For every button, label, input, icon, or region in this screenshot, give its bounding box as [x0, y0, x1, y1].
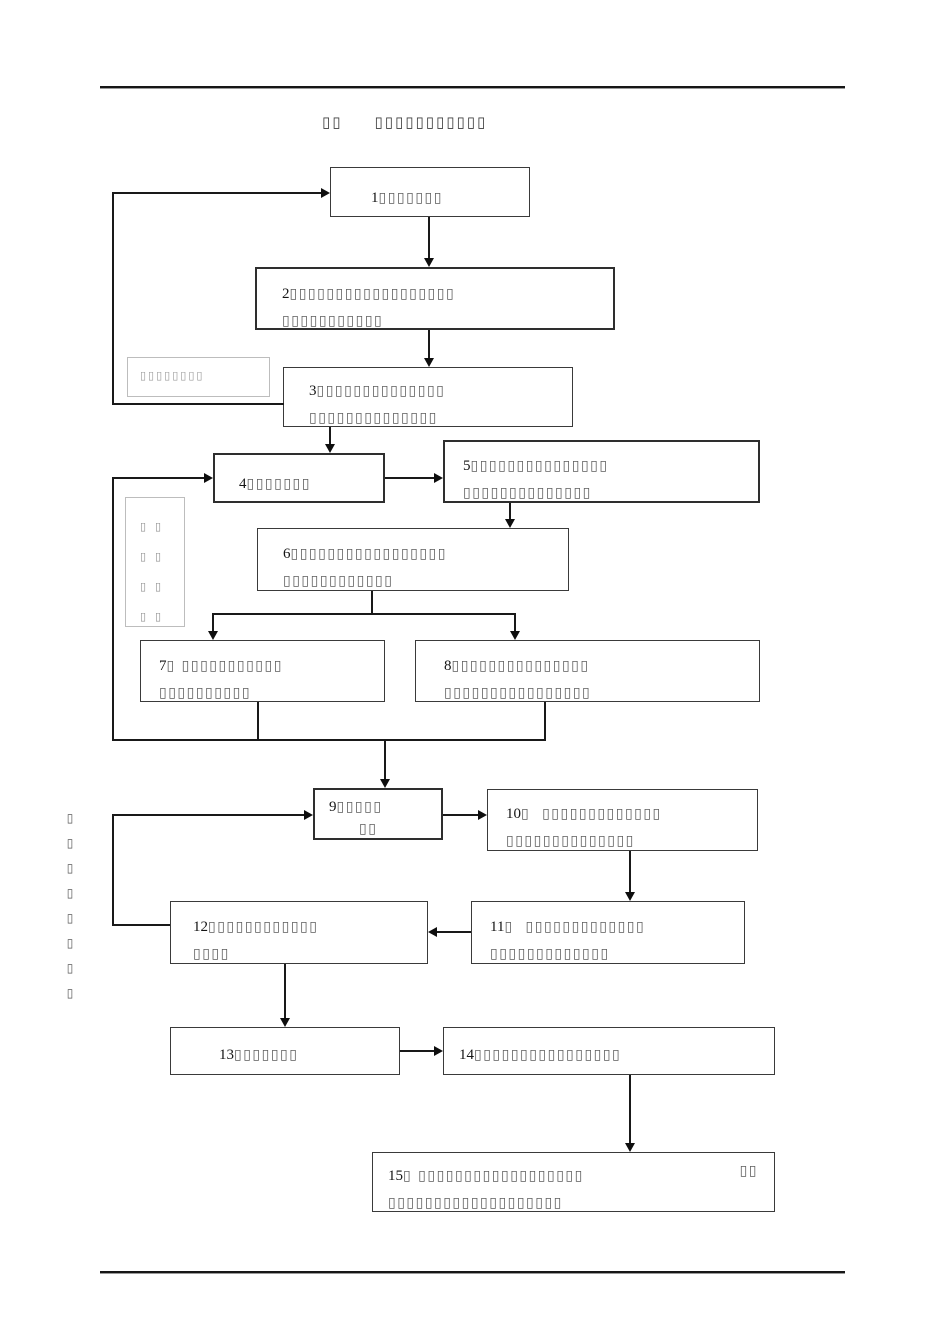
arrowhead [510, 631, 520, 640]
flow-line [428, 330, 430, 359]
step-text: 9▯▯▯▯▯ [329, 799, 383, 815]
flow-line [112, 192, 321, 194]
flow-line [544, 702, 546, 740]
flow-step-3: 3▯▯▯▯▯▯▯▯▯▯▯▯▯▯ ▯▯▯▯▯▯▯▯▯▯▯▯▯▯ [283, 367, 573, 427]
flow-line [437, 931, 471, 933]
step-text: ▯▯▯▯▯▯▯▯▯▯▯▯▯ [490, 946, 610, 962]
step-text: ▯▯▯▯▯▯▯▯▯▯ [159, 685, 252, 701]
step-text: 15▯ ▯▯▯▯▯▯▯▯▯▯▯▯▯▯▯▯▯▯ [388, 1168, 584, 1184]
title-prefix: ▯▯ [322, 113, 343, 131]
flow-line [112, 815, 114, 926]
arrowhead [434, 473, 443, 483]
flow-line [509, 503, 511, 520]
vertical-margin-label: ▯ ▯ ▯ ▯ ▯ ▯ ▯ ▯ [66, 811, 74, 1000]
flow-line [514, 613, 516, 632]
arrowhead [424, 258, 434, 267]
step-text: ▯▯▯▯▯▯▯▯▯▯▯▯▯▯ [463, 485, 592, 501]
flow-line [629, 851, 631, 893]
step-text: ▯▯▯▯▯▯▯▯▯▯▯▯▯▯▯▯▯▯▯ [388, 1195, 563, 1211]
flow-line [212, 613, 516, 615]
flow-step-12: 12▯▯▯▯▯▯▯▯▯▯▯▯ ▯▯▯▯ [170, 901, 428, 964]
step-text: 1▯▯▯▯▯▯▯ [371, 190, 443, 206]
flow-line [112, 739, 546, 741]
arrowhead [478, 810, 487, 820]
flow-step-1: 1▯▯▯▯▯▯▯ [330, 167, 530, 217]
flow-line [112, 814, 304, 816]
arrowhead [204, 473, 213, 483]
flow-step-14: 14▯▯▯▯▯▯▯▯▯▯▯▯▯▯▯▯ [443, 1027, 775, 1075]
arrowhead [325, 444, 335, 453]
flow-line [112, 478, 114, 739]
flow-step-10: 10▯ ▯▯▯▯▯▯▯▯▯▯▯▯▯ ▯▯▯▯▯▯▯▯▯▯▯▯▯▯ [487, 789, 758, 851]
flow-line [284, 964, 286, 1019]
step-text: 4▯▯▯▯▯▯▯ [239, 476, 311, 492]
step-text: 8▯▯▯▯▯▯▯▯▯▯▯▯▯▯▯ [444, 658, 590, 674]
step-text: ▯▯▯▯▯▯▯▯▯▯▯▯ [283, 573, 394, 589]
step-text: 3▯▯▯▯▯▯▯▯▯▯▯▯▯▯ [309, 383, 446, 399]
flow-line [112, 477, 204, 479]
step-text: 7▯ ▯▯▯▯▯▯▯▯▯▯▯ [159, 658, 283, 674]
flow-line [400, 1050, 434, 1052]
flow-line [112, 924, 170, 926]
flow-line [112, 192, 114, 405]
step-text: 5▯▯▯▯▯▯▯▯▯▯▯▯▯▯▯ [463, 458, 609, 474]
step-text: 11▯ ▯▯▯▯▯▯▯▯▯▯▯▯▯ [490, 919, 646, 935]
step-text: 13▯▯▯▯▯▯▯ [219, 1047, 299, 1063]
footer-rule [100, 1271, 845, 1274]
flow-line [257, 702, 259, 740]
flow-line [428, 217, 430, 259]
arrowhead [625, 892, 635, 901]
flow-step-11: 11▯ ▯▯▯▯▯▯▯▯▯▯▯▯▯ ▯▯▯▯▯▯▯▯▯▯▯▯▯ [471, 901, 745, 964]
step-text-right: ▯▯ [739, 1163, 758, 1179]
arrowhead [434, 1046, 443, 1056]
flow-step-4: 4▯▯▯▯▯▯▯ [213, 453, 385, 503]
step-text: ▯▯▯▯▯▯▯▯▯▯▯▯▯▯ [309, 410, 438, 426]
page-title: ▯▯ ▯▯▯▯▯▯▯▯▯▯▯ [322, 113, 487, 131]
arrowhead [208, 631, 218, 640]
flow-step-15: 15▯ ▯▯▯▯▯▯▯▯▯▯▯▯▯▯▯▯▯▯ ▯▯ ▯▯▯▯▯▯▯▯▯▯▯▯▯▯… [372, 1152, 775, 1212]
flow-line [112, 403, 284, 405]
reject-note-label: ▯▯▯▯▯▯▯▯ [127, 357, 270, 397]
step-text: 10▯ ▯▯▯▯▯▯▯▯▯▯▯▯▯ [506, 806, 662, 822]
flow-step-2: 2▯▯▯▯▯▯▯▯▯▯▯▯▯▯▯▯▯▯ ▯▯▯▯▯▯▯▯▯▯▯ [255, 267, 615, 330]
arrowhead [304, 810, 313, 820]
flow-step-6: 6▯▯▯▯▯▯▯▯▯▯▯▯▯▯▯▯▯ ▯▯▯▯▯▯▯▯▯▯▯▯ [257, 528, 569, 591]
step-text: ▯▯▯▯▯▯▯▯▯▯▯▯▯▯ [506, 833, 635, 849]
flow-line [212, 613, 214, 632]
flow-line [385, 477, 434, 479]
flow-step-7: 7▯ ▯▯▯▯▯▯▯▯▯▯▯ ▯▯▯▯▯▯▯▯▯▯ [140, 640, 385, 702]
side-note-label: ▯▯ ▯▯ ▯▯ ▯▯ [125, 497, 185, 627]
flow-step-8: 8▯▯▯▯▯▯▯▯▯▯▯▯▯▯▯ ▯▯▯▯▯▯▯▯▯▯▯▯▯▯▯▯ [415, 640, 760, 702]
step-text: ▯▯ [359, 821, 378, 837]
flow-step-5: 5▯▯▯▯▯▯▯▯▯▯▯▯▯▯▯ ▯▯▯▯▯▯▯▯▯▯▯▯▯▯ [443, 440, 760, 503]
step-text: ▯▯▯▯▯▯▯▯▯▯▯ [282, 313, 384, 329]
arrowhead [424, 358, 434, 367]
flow-step-13: 13▯▯▯▯▯▯▯ [170, 1027, 400, 1075]
flow-line [371, 591, 373, 614]
header-rule [100, 86, 845, 89]
flow-line [329, 427, 331, 445]
flow-line [443, 814, 478, 816]
arrowhead [428, 927, 437, 937]
flow-line [629, 1075, 631, 1144]
step-text: 14▯▯▯▯▯▯▯▯▯▯▯▯▯▯▯▯ [459, 1047, 622, 1063]
arrowhead [505, 519, 515, 528]
step-text: ▯▯▯▯▯▯▯▯▯▯▯▯▯▯▯▯ [444, 685, 592, 701]
arrowhead [321, 188, 330, 198]
flow-step-9: 9▯▯▯▯▯ ▯▯ [313, 788, 443, 840]
flow-line [384, 740, 386, 780]
step-text: 12▯▯▯▯▯▯▯▯▯▯▯▯ [193, 919, 319, 935]
step-text: ▯▯▯▯ [193, 946, 230, 962]
arrowhead [625, 1143, 635, 1152]
arrowhead [380, 779, 390, 788]
step-text: 6▯▯▯▯▯▯▯▯▯▯▯▯▯▯▯▯▯ [283, 546, 447, 562]
step-text: 2▯▯▯▯▯▯▯▯▯▯▯▯▯▯▯▯▯▯ [282, 286, 456, 302]
title-main: ▯▯▯▯▯▯▯▯▯▯▯ [374, 113, 488, 131]
arrowhead [280, 1018, 290, 1027]
